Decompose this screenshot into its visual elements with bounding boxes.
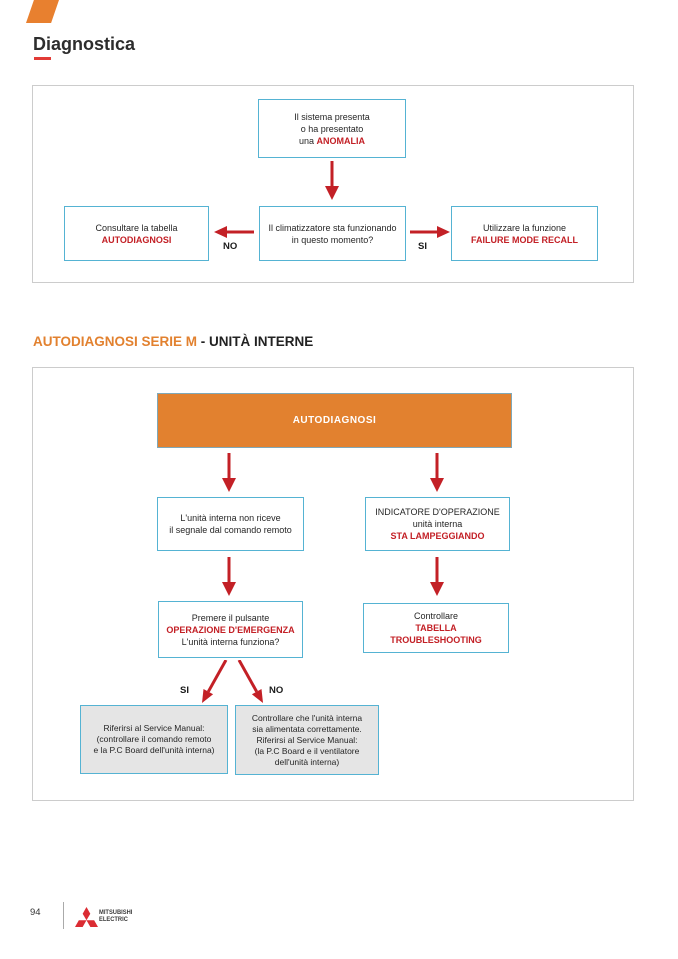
flowchart1-panel: Il sistema presenta o ha presentato una … [32, 85, 634, 283]
no-signal-box: L'unità interna non riceve il segnale da… [157, 497, 304, 551]
section-heading-black: - UNITÀ INTERNE [197, 334, 314, 349]
service-manual-no-box: Controllare che l'unità interna sia alim… [235, 705, 379, 775]
mitsubishi-logo-icon [75, 907, 98, 927]
si-label: SI [180, 685, 189, 696]
anomaly-box-line: o ha presentato [300, 123, 364, 134]
section-heading: AUTODIAGNOSI SERIE M - UNITÀ INTERNE [33, 334, 313, 349]
anomaly-box-line: Il sistema presenta [294, 111, 370, 122]
anomaly-box-line: una ANOMALIA [298, 135, 366, 146]
anomaly-box: Il sistema presenta o ha presentato una … [258, 99, 406, 158]
flowchart2-panel: AUTODIAGNOSI L'unità interna non riceve … [32, 367, 634, 801]
arrow-down-icon [222, 557, 236, 596]
arrow-down-icon [325, 161, 339, 200]
autodiagnosi-banner: AUTODIAGNOSI [157, 393, 512, 448]
failure-mode-recall-box: Utilizzare la funzione FAILURE MODE RECA… [451, 206, 598, 261]
brand-line2: ELECTRIC [99, 916, 128, 924]
emergency-operation-box: Premere il pulsante OPERAZIONE D'EMERGEN… [158, 601, 303, 658]
section-heading-orange: AUTODIAGNOSI SERIE M [33, 334, 198, 349]
page-title: Diagnostica [33, 34, 136, 54]
title-underline [34, 57, 51, 60]
no-label: NO [269, 685, 284, 696]
autodiagnosi-table-box: Consultare la tabella AUTODIAGNOSI [64, 206, 209, 261]
troubleshooting-table-box: Controllare TABELLA TROUBLESHOOTING [363, 603, 509, 653]
si-label: SI [418, 241, 427, 252]
brand-line1: MITSUBISHI [99, 909, 133, 916]
branch-arrows-icon [202, 660, 263, 703]
question-box: Il climatizzatore sta funzionando in que… [259, 206, 406, 261]
orange-corner-mark [26, 0, 59, 23]
arrow-left-icon [214, 226, 254, 238]
service-manual-si-box: Riferirsi al Service Manual: (controllar… [80, 705, 228, 774]
brand-name: MITSUBISHI ELECTRIC [99, 909, 132, 923]
arrow-right-icon [410, 226, 450, 238]
page-number: 94 [30, 907, 41, 918]
arrow-down-icon [222, 453, 236, 492]
footer-divider [63, 902, 64, 929]
arrow-down-icon [430, 557, 444, 596]
arrow-down-icon [430, 453, 444, 492]
operation-indicator-box: INDICATORE D'OPERAZIONE unità interna ST… [365, 497, 510, 551]
no-label: NO [223, 241, 238, 252]
